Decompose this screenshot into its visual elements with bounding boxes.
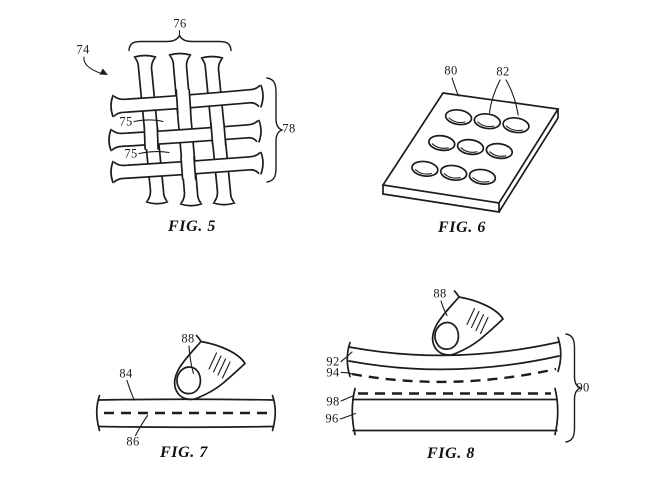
ref-label-96: 96 xyxy=(325,411,339,426)
fig7-caption: FIG. 7 xyxy=(159,444,209,461)
ref-label-75a: 75 xyxy=(119,114,133,129)
fig5-width-brace xyxy=(128,33,232,52)
ref-label-82: 82 xyxy=(496,64,510,79)
ref-label-88-fig8: 88 xyxy=(433,286,447,301)
ref-label-94: 94 xyxy=(326,365,340,380)
fig7-finger-on-layer-drawing xyxy=(95,334,277,437)
ref-label-86: 86 xyxy=(126,434,140,449)
fig6-perforated-plate-drawing xyxy=(381,77,560,213)
ref-label-80: 80 xyxy=(444,63,458,78)
ref-label-88-fig7: 88 xyxy=(181,331,195,346)
fig8-stack-brace xyxy=(565,333,583,443)
ref-label-76: 76 xyxy=(173,16,187,31)
ref-label-74: 74 xyxy=(76,42,90,57)
ref-label-92: 92 xyxy=(326,354,340,369)
fig5-caption: FIG. 5 xyxy=(167,218,217,235)
fig5-woven-mesh-drawing xyxy=(83,29,284,207)
ref-label-84: 84 xyxy=(119,366,133,381)
fig8-caption: FIG. 8 xyxy=(426,445,476,462)
ref-label-78: 78 xyxy=(282,121,296,136)
ref-label-75b: 75 xyxy=(124,146,138,161)
fig8-finger-curved-layers-drawing xyxy=(339,290,583,443)
ref-label-90: 90 xyxy=(576,380,590,395)
fig6-caption: FIG. 6 xyxy=(437,219,487,236)
ref-label-98: 98 xyxy=(326,394,340,409)
plate-holes xyxy=(411,108,530,186)
ref-74-arrow xyxy=(83,56,101,74)
fig5-height-brace xyxy=(266,77,284,183)
